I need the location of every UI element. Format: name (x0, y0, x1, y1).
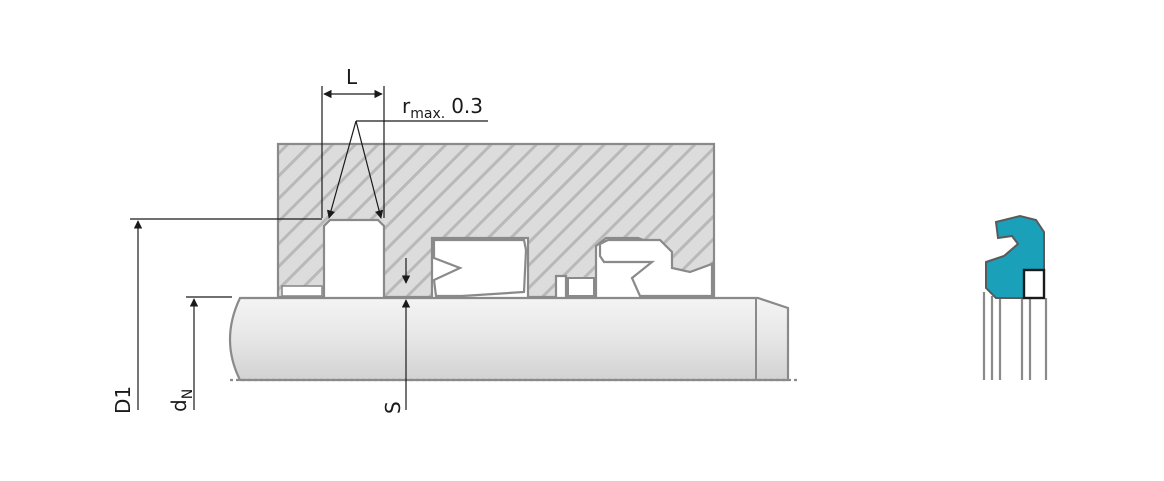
seal-profile-teal (985, 214, 1045, 299)
seal-cross-section (982, 214, 1048, 380)
dimension-L: L (321, 65, 385, 218)
dimension-S: S (381, 258, 411, 414)
seal-profile-2 (598, 238, 714, 298)
dimension-D1: D1 (111, 218, 322, 414)
label-S: S (381, 401, 405, 414)
label-r-max: rmax.0.3 (402, 94, 483, 122)
groove-small (567, 277, 595, 297)
label-dN: dN (167, 389, 196, 412)
seal-backup-ring (1022, 268, 1046, 300)
seal-profile-1 (432, 238, 528, 298)
piston-rod (228, 296, 800, 382)
label-L: L (346, 65, 358, 89)
seal-profiles-installed (281, 238, 714, 298)
groove-small-2 (281, 285, 323, 297)
radius-callout: rmax.0.3 (326, 94, 488, 219)
rod-body (228, 296, 790, 382)
label-D1: D1 (111, 386, 135, 414)
dimension-dN: dN (167, 296, 232, 412)
